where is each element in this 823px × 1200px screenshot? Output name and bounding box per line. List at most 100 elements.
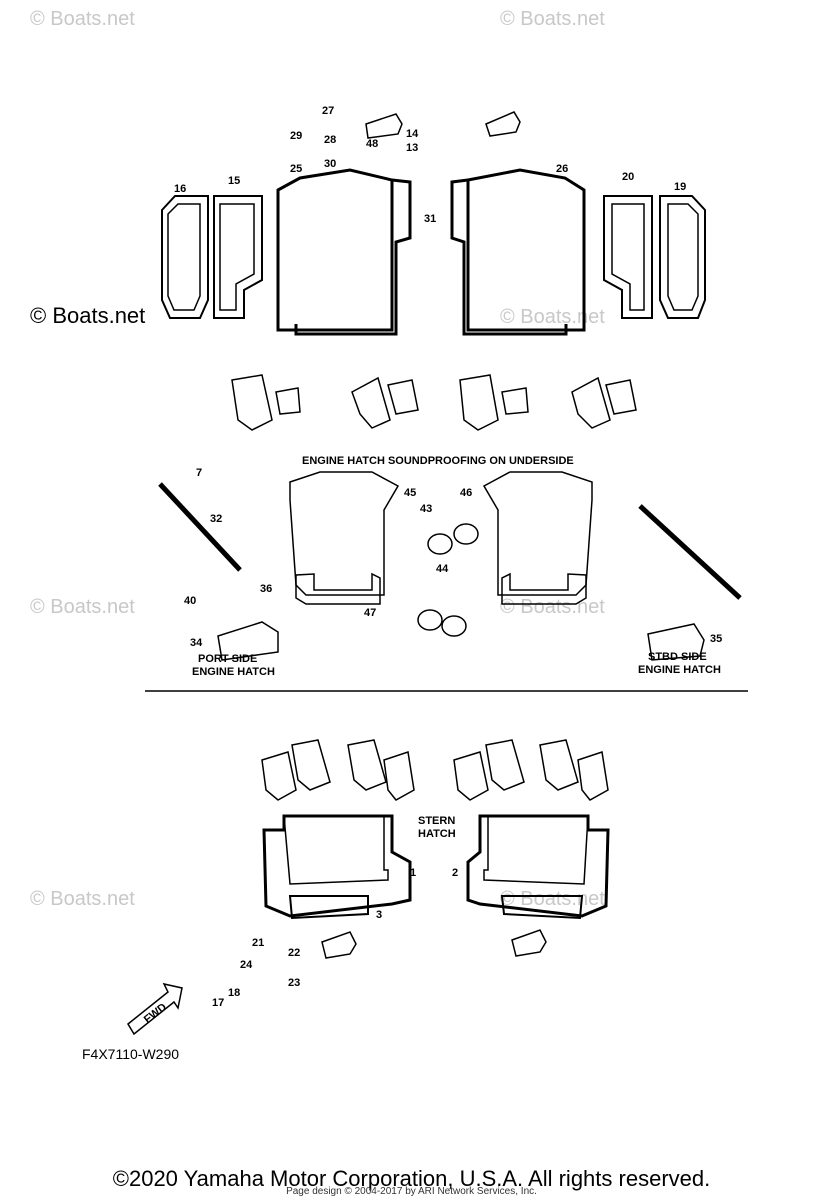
pad-19-inner <box>667 203 699 311</box>
callout-26: 26 <box>556 163 568 175</box>
stern-hatch-1-inner <box>283 815 389 885</box>
caption-fwd: FWD <box>142 1001 169 1026</box>
hatch-soundproof-31-left <box>294 178 412 336</box>
stern-pad-3-left <box>288 895 369 920</box>
callout-28: 28 <box>324 134 336 146</box>
callout-15: 15 <box>228 175 240 187</box>
caption-stern-2: HATCH <box>418 828 456 840</box>
callout-20: 20 <box>622 171 634 183</box>
pad-15-inner <box>219 203 255 311</box>
hinge-bracket-9 <box>261 751 297 801</box>
stern-hatch-2-inner <box>483 815 589 885</box>
copyright: ©2020 Yamaha Motor Corporation, U.S.A. A… <box>112 1166 711 1191</box>
hinge-bracket-7 <box>571 376 611 429</box>
hinge-bracket-10 <box>291 739 331 791</box>
engine-hatch-45 <box>289 471 400 596</box>
watermark-left-strong: © Boats.net <box>30 303 146 328</box>
callout-21: 21 <box>252 937 264 949</box>
watermark-upper-right-faint: © Boats.net <box>500 306 605 328</box>
hinge-bracket-1 <box>231 374 273 431</box>
pad-16 <box>161 195 209 319</box>
clip-43-b <box>453 523 479 545</box>
latch-48-bottom-left <box>321 931 357 959</box>
caption-engine-hatch-note: ENGINE HATCH SOUNDPROOFING ON UNDERSIDE <box>302 455 574 467</box>
latch-48-top-right <box>485 111 521 137</box>
callout-23: 23 <box>288 977 300 989</box>
callout-22: 22 <box>288 947 300 959</box>
callout-13: 13 <box>406 142 418 154</box>
hinge-bracket-13 <box>453 751 489 801</box>
latch-48-bottom-right <box>511 929 547 957</box>
hinge-bracket-6 <box>501 387 529 415</box>
callout-48: 48 <box>366 138 378 150</box>
callout-33: 7 <box>196 467 202 479</box>
watermark-top-right: © Boats.net <box>500 8 605 30</box>
callout-17: 17 <box>212 997 224 1009</box>
stern-pad-3-right <box>500 895 584 920</box>
latch-48-top-left <box>365 113 403 139</box>
drawing-code: F4X7110-W290 <box>82 1046 180 1062</box>
engine-hatch-46 <box>482 471 593 596</box>
hinge-bracket-8 <box>605 379 637 415</box>
bracket-34 <box>217 621 279 661</box>
clip-43-a <box>427 533 453 555</box>
callout-2: 2 <box>452 867 458 879</box>
callout-24: 24 <box>240 959 253 971</box>
callout-18: 18 <box>228 987 240 999</box>
bracket-35 <box>647 623 705 661</box>
hinge-bracket-4 <box>387 379 419 415</box>
engine-hatch-45-base <box>295 572 381 605</box>
hinge-bracket-3 <box>351 376 391 429</box>
watermark-lower-right: © Boats.net <box>500 888 605 910</box>
callout-16: 16 <box>174 183 186 195</box>
fwd-arrow <box>127 982 183 1036</box>
hinge-bracket-15 <box>539 739 579 791</box>
callout-34: 34 <box>190 637 203 649</box>
hinge-bracket-14 <box>485 739 525 791</box>
callout-30: 30 <box>324 158 336 170</box>
pad-20 <box>603 195 653 319</box>
caption-stbd-side-1: STBD SIDE <box>648 651 707 663</box>
callout-45: 45 <box>404 487 416 499</box>
page-design-credit: Page design © 2004-2017 by ARI Network S… <box>286 1186 537 1197</box>
hinge-bracket-12 <box>383 751 415 801</box>
callout-31: 31 <box>424 213 436 225</box>
callout-46: 46 <box>460 487 472 499</box>
watermark-lower-left: © Boats.net <box>30 888 135 910</box>
callout-3: 3 <box>376 909 382 921</box>
hinge-bracket-16 <box>577 751 609 801</box>
callout-32: 32 <box>210 513 222 525</box>
hatch-panel-25 <box>276 168 394 332</box>
clip-43-c <box>417 609 443 631</box>
watermark-mid-right: © Boats.net <box>500 596 605 618</box>
engine-hatch-46-base <box>501 572 587 605</box>
callout-14: 14 <box>406 128 419 140</box>
watermark-mid-left: © Boats.net <box>30 596 135 618</box>
watermark-top-left: © Boats.net <box>30 8 135 30</box>
gas-strut-32-right <box>638 504 742 600</box>
caption-stbd-side-2: ENGINE HATCH <box>638 664 721 676</box>
gas-strut-32-left <box>158 482 242 572</box>
callout-44: 44 <box>436 563 449 575</box>
hatch-soundproof-31-right <box>450 178 568 336</box>
callout-43: 43 <box>420 503 432 515</box>
callout-1: 1 <box>410 867 416 879</box>
pad-15 <box>213 195 263 319</box>
hinge-bracket-2 <box>275 387 301 415</box>
stern-hatch-2 <box>466 814 610 918</box>
pad-16-inner <box>167 203 201 311</box>
callout-40: 40 <box>184 595 196 607</box>
hinge-bracket-5 <box>459 374 499 431</box>
pad-19 <box>659 195 706 319</box>
callout-25: 25 <box>290 163 302 175</box>
callout-36: 36 <box>260 583 272 595</box>
callout-47: 47 <box>364 607 376 619</box>
pad-20-inner <box>611 203 645 311</box>
caption-stern-1: STERN <box>418 815 455 827</box>
hinge-bracket-11 <box>347 739 387 791</box>
callout-35: 35 <box>710 633 722 645</box>
callout-27: 27 <box>322 105 334 117</box>
hatch-panel-26 <box>466 168 586 332</box>
clip-43-d <box>441 615 467 637</box>
